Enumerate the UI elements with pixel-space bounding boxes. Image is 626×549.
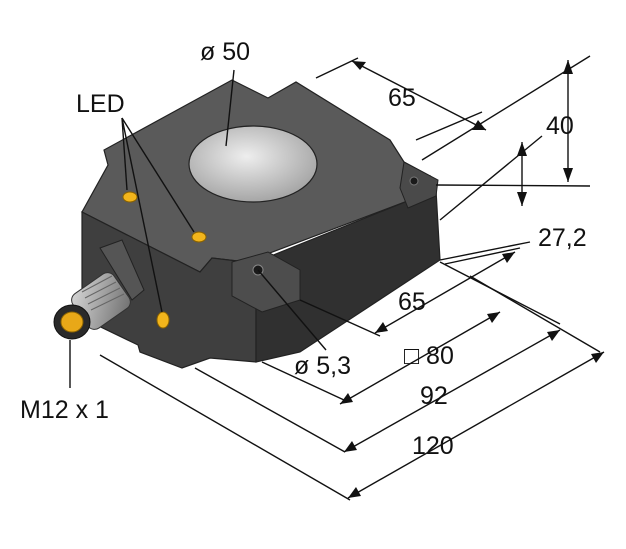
dimension-lines	[69, 55, 605, 501]
mount-hole-right	[409, 176, 419, 186]
width-top-label: 65	[388, 84, 416, 112]
sensor-body	[81, 79, 441, 369]
hole-diameter-label: ø 50	[200, 38, 251, 66]
dimension-arrows	[340, 60, 604, 498]
led-indicator-3	[156, 311, 170, 329]
length-120-label: 120	[412, 432, 454, 460]
connector-housing	[99, 239, 145, 301]
led-label: LED	[76, 90, 125, 118]
m12-connector	[53, 239, 145, 340]
led-indicator-2	[191, 231, 207, 243]
led-indicator-1	[122, 191, 138, 203]
through-hole	[188, 125, 318, 203]
depth-hole-spacing-label: 65	[398, 288, 426, 316]
mount-tab-right	[399, 161, 439, 209]
connector-pins	[60, 311, 84, 333]
length-92-label: 92	[420, 382, 448, 410]
height-body-label: 27,2	[538, 224, 587, 252]
height-total-label: 40	[546, 112, 574, 140]
square-size-label: □ 80	[404, 342, 454, 370]
connector-label: M12 x 1	[20, 396, 109, 424]
mount-hole-label: ø 5,3	[294, 352, 351, 380]
